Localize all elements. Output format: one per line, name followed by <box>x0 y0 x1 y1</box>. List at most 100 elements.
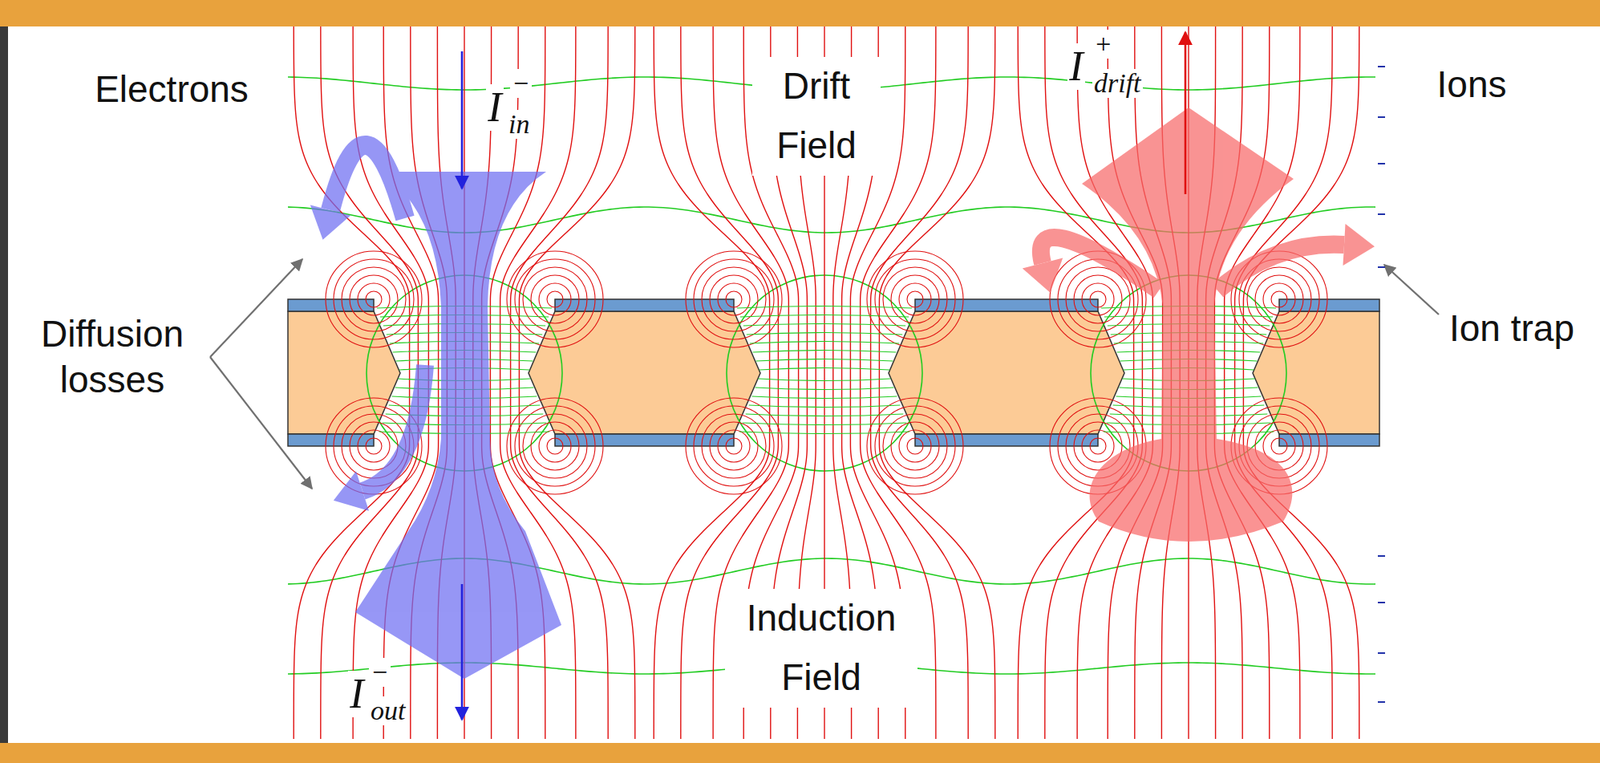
equipotential <box>740 315 909 318</box>
charge-sign: + <box>1092 29 1114 59</box>
field-line <box>1065 267 1131 332</box>
copper-electrode <box>554 299 734 312</box>
field-line <box>1271 437 1288 454</box>
diffusion-arrow-head <box>333 470 369 511</box>
scale-tick <box>1377 65 1386 68</box>
diffusion-arrow <box>330 145 406 219</box>
field-line <box>874 405 956 487</box>
field-line <box>709 421 758 470</box>
current-symbol: I <box>486 84 503 130</box>
field-line <box>341 267 406 332</box>
field-line <box>546 437 564 454</box>
current-arrow <box>1184 32 1187 195</box>
scale-tick <box>1377 213 1386 215</box>
field-line <box>514 259 596 340</box>
equipotential <box>739 431 910 434</box>
scale-tick <box>1377 700 1386 703</box>
ion-trap-arrow-head <box>1342 223 1374 266</box>
field-line <box>891 421 940 470</box>
field-line <box>365 437 382 454</box>
field-line <box>701 267 766 332</box>
field-line <box>866 397 964 495</box>
equipotential <box>752 396 898 399</box>
field-line <box>1271 291 1288 308</box>
field-line <box>717 283 750 316</box>
equipotential <box>755 387 895 390</box>
field-line <box>1263 283 1296 316</box>
field-line <box>1089 291 1106 308</box>
field-line <box>538 283 572 316</box>
ion-flow <box>1022 107 1375 542</box>
particle-label: Ions <box>1435 61 1509 109</box>
field-line <box>357 283 390 316</box>
frame-edge <box>0 0 9 763</box>
equipotential <box>749 405 901 408</box>
copper-electrode <box>554 433 734 446</box>
current-arrow <box>461 51 464 189</box>
field-line <box>1077 26 1153 739</box>
electron-flow <box>310 145 562 679</box>
field-line <box>1235 26 1333 739</box>
charge-sign: − <box>368 657 391 687</box>
field-line <box>1045 26 1143 739</box>
field-line <box>1017 26 1134 739</box>
annotation-label: Diffusion losses <box>24 311 201 404</box>
equipotential <box>745 413 904 417</box>
charge-sign: − <box>510 68 532 98</box>
bottom-bar <box>0 742 1600 763</box>
field-line <box>1081 283 1114 316</box>
scale-tick <box>1377 601 1386 604</box>
annotation-label: Ion trap <box>1447 305 1576 353</box>
field-line <box>883 267 948 332</box>
current-subscript: in <box>506 109 531 139</box>
current-symbol: I <box>1067 43 1085 90</box>
equipotential <box>756 359 894 362</box>
field-label: Induction Field <box>725 588 918 707</box>
field-line <box>899 283 932 316</box>
ion-cloud <box>1081 107 1294 542</box>
equipotential <box>753 350 897 353</box>
field-line <box>907 437 924 454</box>
current-symbol: I <box>348 670 365 717</box>
ion-trap-arrow <box>1217 244 1345 291</box>
field-map <box>287 26 1376 739</box>
leader-arrow <box>210 259 303 357</box>
field-line <box>522 267 588 332</box>
field-line <box>1081 429 1114 462</box>
field-line <box>693 405 774 487</box>
current-subscript: drift <box>1092 68 1143 98</box>
equipotential <box>757 378 891 381</box>
field-line <box>685 397 782 495</box>
field-line <box>907 291 924 308</box>
leader-arrow <box>210 356 312 489</box>
kapton <box>528 311 761 434</box>
field-line <box>1089 437 1106 454</box>
field-line <box>725 437 742 454</box>
field-line <box>685 251 782 348</box>
field-line <box>325 251 422 348</box>
ion-trap-arrow-head <box>1022 258 1063 293</box>
equipotential <box>743 324 906 327</box>
diffusion-arrow-head <box>310 205 351 240</box>
copper-electrode <box>915 299 1098 312</box>
leader-arrow <box>1384 264 1439 315</box>
field-line <box>874 259 956 340</box>
field-line <box>866 251 964 348</box>
field-line <box>546 291 564 308</box>
field-line <box>333 259 414 340</box>
field-line <box>717 429 750 462</box>
field-line <box>506 397 604 495</box>
field-line <box>725 291 742 308</box>
field-line <box>506 251 604 348</box>
equipotential <box>746 332 903 336</box>
scale-tick <box>1377 266 1386 268</box>
scale-tick <box>1377 652 1386 654</box>
equipotential <box>749 341 900 345</box>
field-label: Drift Field <box>752 56 881 175</box>
particle-label: Electrons <box>93 66 251 114</box>
field-line <box>1243 26 1359 739</box>
field-line <box>514 405 596 487</box>
field-line <box>1224 26 1301 739</box>
field-line <box>365 291 382 308</box>
